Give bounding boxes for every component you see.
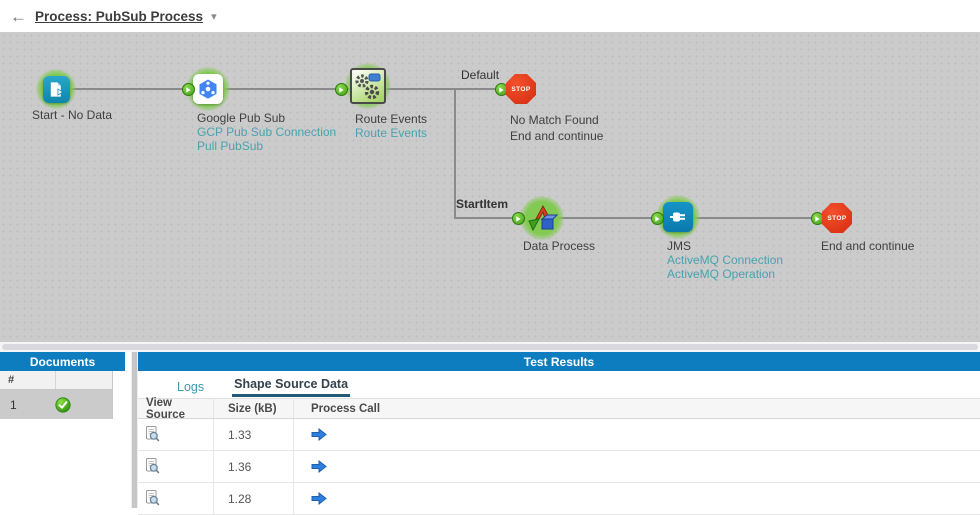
documents-panel-header: Documents bbox=[0, 352, 125, 371]
data-process-label: Data Process bbox=[523, 239, 596, 253]
branch-label-startitem: StartItem bbox=[456, 197, 509, 211]
start-shape[interactable] bbox=[36, 69, 76, 109]
connector-arrow-icon bbox=[182, 83, 195, 96]
jms-plug-icon bbox=[663, 202, 693, 232]
process-call-arrow-icon[interactable] bbox=[311, 428, 327, 441]
documents-column-header: # bbox=[0, 371, 112, 390]
test-results-tabs: Logs Shape Source Data bbox=[138, 371, 980, 397]
branch-label-default: Default bbox=[461, 68, 500, 82]
jms-label: JMS bbox=[667, 239, 691, 253]
col-process-call: Process Call bbox=[293, 399, 388, 418]
gcp-connection-link[interactable]: GCP Pub Sub Connection bbox=[197, 125, 337, 139]
connector-line bbox=[454, 217, 838, 219]
back-arrow-icon[interactable]: ← bbox=[10, 6, 27, 26]
route-gears-icon bbox=[350, 68, 386, 104]
connector-arrow-icon bbox=[651, 212, 664, 225]
connector-arrow-icon bbox=[335, 83, 348, 96]
document-row[interactable]: 1 bbox=[0, 390, 112, 419]
connector-arrow-icon bbox=[512, 212, 525, 225]
jms-shape[interactable] bbox=[656, 195, 700, 239]
table-row[interactable]: 1.36 bbox=[138, 451, 980, 483]
activemq-connection-link[interactable]: ActiveMQ Connection bbox=[667, 253, 784, 267]
process-header: ← Process: PubSub Process ▾ bbox=[0, 0, 980, 32]
stop-icon-text: STOP bbox=[511, 85, 531, 93]
test-results-panel-header: Test Results bbox=[138, 352, 980, 371]
table-header-row: View Source Size (kB) Process Call bbox=[138, 396, 980, 421]
documents-title: Documents bbox=[29, 354, 96, 369]
document-number: 1 bbox=[10, 397, 17, 412]
success-check-icon bbox=[55, 396, 71, 413]
test-results-panel: Test Results Logs Shape Source Data View… bbox=[138, 352, 980, 515]
canvas-horizontal-scrollbar[interactable] bbox=[0, 342, 980, 352]
pull-pubsub-operation-link[interactable]: Pull PubSub bbox=[197, 139, 264, 153]
documents-panel: Documents # 1 bbox=[0, 352, 125, 508]
connector-line bbox=[454, 88, 456, 219]
route-events-label: Route Events bbox=[355, 112, 428, 126]
col-view-source: View Source bbox=[146, 396, 185, 421]
process-call-arrow-icon[interactable] bbox=[311, 492, 327, 505]
table-row[interactable]: 1.33 bbox=[138, 419, 980, 451]
route-events-shape[interactable] bbox=[345, 63, 391, 109]
google-pubsub-icon bbox=[193, 74, 223, 104]
shape-source-table: View Source Size (kB) Process Call 1.33 … bbox=[138, 396, 980, 515]
documents-table: # 1 bbox=[0, 371, 113, 419]
stop-end-label: End and continue bbox=[821, 239, 915, 253]
connector-line bbox=[56, 88, 512, 90]
table-row[interactable]: 1.28 bbox=[138, 483, 980, 515]
stop-icon-text: STOP bbox=[827, 214, 847, 222]
view-source-icon[interactable] bbox=[144, 457, 160, 474]
process-title[interactable]: Process: PubSub Process bbox=[35, 8, 204, 24]
test-results-title: Test Results bbox=[523, 354, 595, 369]
tab-logs[interactable]: Logs bbox=[177, 380, 205, 394]
process-call-arrow-icon[interactable] bbox=[311, 460, 327, 473]
start-shape-label: Start - No Data bbox=[32, 108, 113, 122]
scrollbar-thumb[interactable] bbox=[2, 344, 978, 350]
panel-splitter[interactable] bbox=[131, 352, 138, 508]
process-canvas[interactable]: Start - No Data Google Pub Sub GCP Pub S… bbox=[0, 32, 980, 342]
doc-size: 1.36 bbox=[213, 451, 293, 482]
col-size: Size (kB) bbox=[213, 399, 293, 418]
tab-shape-source-data[interactable]: Shape Source Data bbox=[232, 375, 351, 397]
stop-no-match-sublabel: End and continue bbox=[510, 129, 604, 143]
connector-arrow-icon bbox=[495, 83, 508, 96]
chevron-down-icon[interactable]: ▾ bbox=[211, 10, 217, 23]
documents-col-status bbox=[55, 371, 112, 389]
stop-shape-no-match[interactable]: STOP bbox=[506, 74, 536, 104]
view-source-icon[interactable] bbox=[144, 425, 160, 442]
stop-no-match-label: No Match Found bbox=[510, 113, 599, 127]
activemq-operation-link[interactable]: ActiveMQ Operation bbox=[667, 267, 776, 281]
stop-shape-end[interactable]: STOP bbox=[822, 203, 852, 233]
doc-size: 1.28 bbox=[213, 483, 293, 514]
start-document-icon bbox=[42, 75, 70, 103]
data-process-icon bbox=[528, 204, 559, 232]
data-process-shape[interactable] bbox=[520, 196, 564, 240]
doc-size: 1.33 bbox=[213, 419, 293, 450]
google-pubsub-label: Google Pub Sub bbox=[197, 111, 286, 125]
documents-col-number: # bbox=[8, 374, 15, 386]
route-events-component-link[interactable]: Route Events bbox=[355, 126, 428, 140]
view-source-icon[interactable] bbox=[144, 489, 160, 506]
